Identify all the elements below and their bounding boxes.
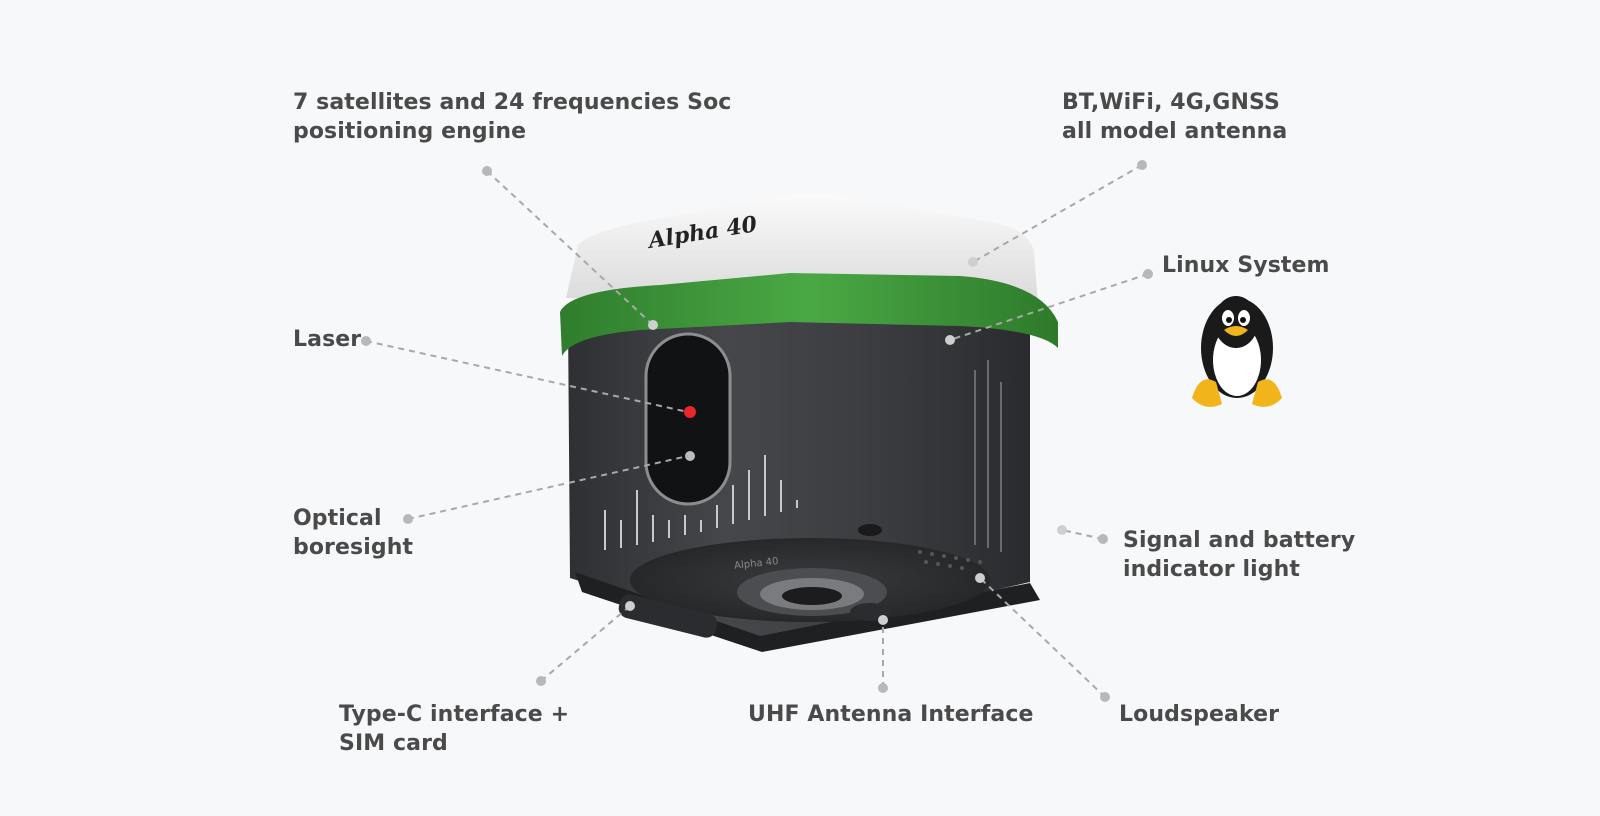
callout-loudspeaker: Loudspeaker: [1119, 702, 1280, 727]
callout-indicator-light: Signal and battery indicator light: [1123, 528, 1356, 582]
callout-type-c-sim: Type-C interface + SIM card: [339, 702, 570, 756]
callout-soc-engine: 7 satellites and 24 frequencies Soc posi…: [293, 90, 732, 144]
linux-penguin-icon: [1192, 296, 1282, 407]
side-grooves: [974, 360, 1002, 552]
speaker-holes: [918, 550, 982, 570]
callout-linux-system: Linux System: [1162, 253, 1330, 278]
indicator-light: [858, 524, 882, 536]
base-model-label: Alpha 40: [734, 556, 779, 572]
callout-laser: Laser: [293, 327, 362, 352]
callout-antenna: BT,WiFi, 4G,GNSS all model antenna: [1062, 90, 1288, 144]
mount-thread-hole: [782, 587, 842, 605]
leader-dots: [361, 160, 1153, 702]
type-c-port: [618, 594, 718, 638]
green-band: [560, 273, 1058, 356]
laser-emitter: [684, 406, 696, 418]
callout-optical-boresight: Optical boresight: [293, 506, 414, 560]
scale-ticks: [604, 455, 798, 550]
boresight-lens: [685, 451, 695, 461]
laser-window: [644, 332, 732, 506]
callout-uhf-antenna: UHF Antenna Interface: [748, 702, 1034, 727]
leader-lines: [365, 164, 1149, 698]
